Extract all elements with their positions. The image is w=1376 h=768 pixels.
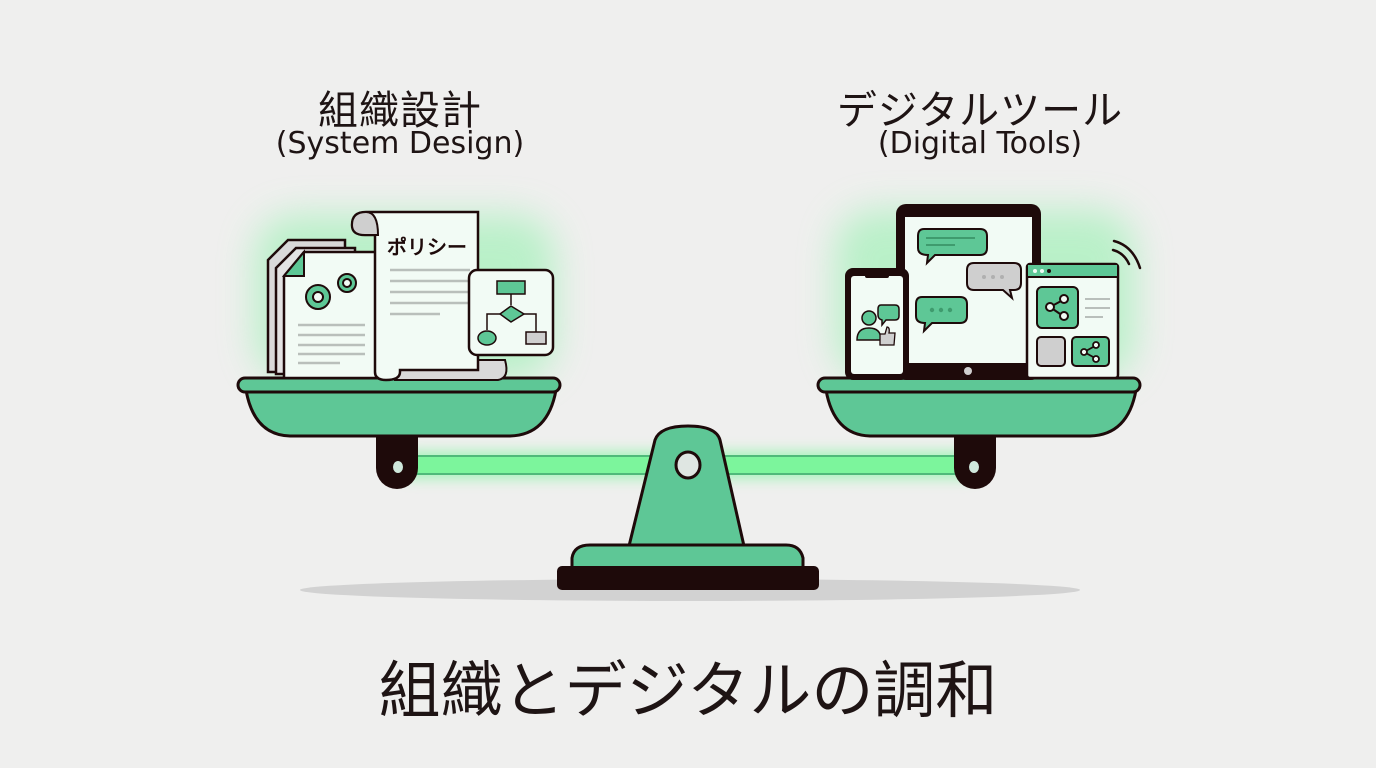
fulcrum-pivot bbox=[674, 450, 702, 480]
right-hanger-pin bbox=[969, 461, 979, 473]
browser-window bbox=[1025, 262, 1120, 380]
smartphone-device bbox=[845, 268, 909, 380]
document-stack bbox=[266, 238, 387, 380]
system-design-title-jp: 組織設計 bbox=[318, 88, 482, 134]
left-pan-bowl bbox=[244, 388, 558, 438]
share-card-small bbox=[1071, 336, 1110, 367]
flowchart-start-box bbox=[496, 280, 526, 295]
wireless-signal-icon bbox=[1111, 239, 1142, 270]
flowchart-end-oval bbox=[477, 330, 497, 346]
fulcrum bbox=[627, 424, 746, 548]
share-small-icon bbox=[1080, 341, 1100, 363]
chat-bubble-gray-icon bbox=[966, 262, 1022, 301]
system-design-title-en: (System Design) bbox=[275, 126, 525, 161]
right-pan-rim bbox=[816, 376, 1142, 394]
mini-chat-icon bbox=[877, 304, 900, 328]
left-hanger-pin bbox=[393, 461, 403, 473]
fulcrum-base-top bbox=[570, 543, 805, 570]
gray-card bbox=[1036, 336, 1066, 367]
digital-tools-title-en: (Digital Tools) bbox=[877, 126, 1083, 161]
share-card-large bbox=[1036, 286, 1079, 329]
main-caption: 組織とデジタルの調和 bbox=[378, 654, 998, 727]
policy-label: ポリシー bbox=[387, 235, 467, 259]
policy-scroll bbox=[350, 210, 508, 382]
chat-bubble-dots-icon bbox=[915, 296, 968, 334]
flowchart-card bbox=[467, 268, 555, 357]
thumbs-up-icon bbox=[879, 326, 896, 346]
share-icon bbox=[1045, 294, 1069, 321]
gear-icon bbox=[305, 273, 357, 310]
tablet-device bbox=[896, 204, 1041, 380]
user-icon bbox=[861, 310, 877, 326]
fulcrum-base bbox=[557, 566, 819, 590]
digital-tools-title-jp: デジタルツール bbox=[836, 88, 1124, 134]
right-pan-bowl bbox=[824, 388, 1138, 438]
tablet-home-button bbox=[964, 367, 972, 375]
flowchart-end-box bbox=[525, 331, 547, 345]
